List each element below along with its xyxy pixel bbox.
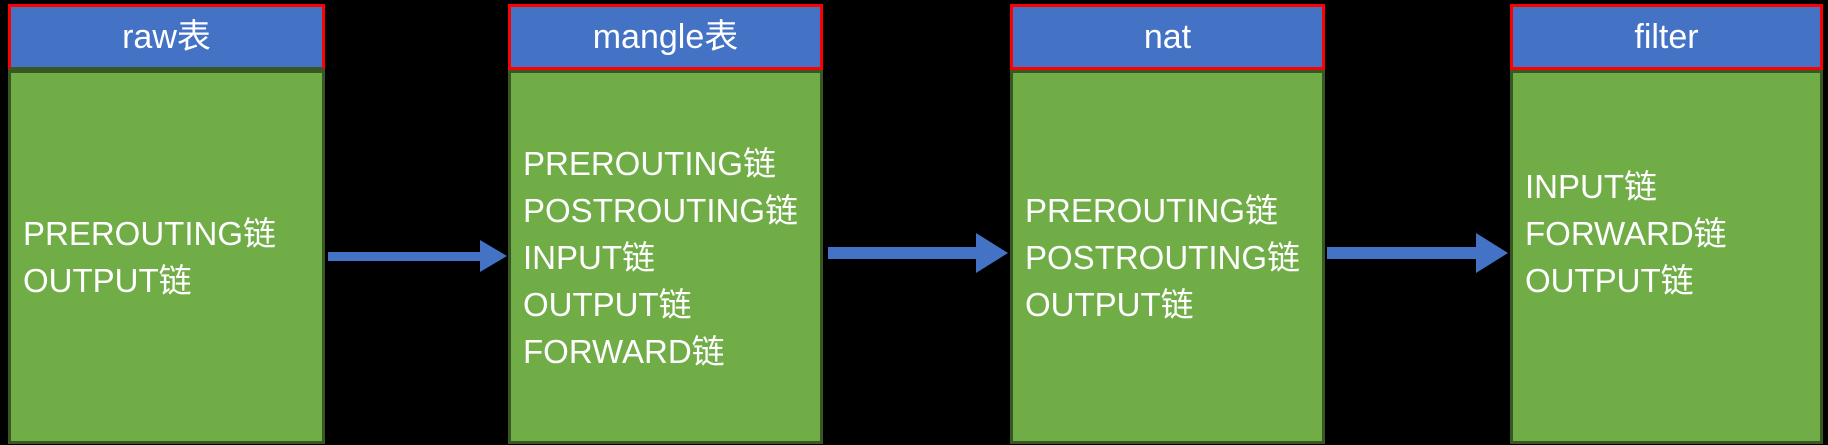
chain-label: FORWARD链 [523,332,725,370]
table-title-mangle: mangle表 [592,18,739,56]
flow-arrow-mangle-to-nat-icon [828,232,1008,274]
chain-label: INPUT链 [523,238,655,276]
chain-label: PREROUTING链 [23,215,277,252]
chain-label: OUTPUT链 [523,285,692,323]
table-box-nat: nat PREROUTING链 POSTROUTING链 OUTPUT链 [1010,0,1325,445]
chain-list-nat: PREROUTING链 POSTROUTING链 OUTPUT链 [1025,187,1322,328]
flow-arrow-raw-to-mangle-icon [328,240,507,272]
chain-label: OUTPUT链 [1025,285,1194,323]
chain-label: POSTROUTING链 [523,191,799,229]
chain-list-raw: PREROUTING链 OUTPUT链 [23,210,322,304]
table-header-mangle: mangle表 [508,4,823,70]
chain-label: FORWARD链 [1525,214,1727,252]
table-body-mangle: PREROUTING链 POSTROUTING链 INPUT链 OUTPUT链 … [508,70,823,444]
table-body-nat: PREROUTING链 POSTROUTING链 OUTPUT链 [1010,70,1325,444]
chain-list-mangle: PREROUTING链 POSTROUTING链 INPUT链 OUTPUT链 … [523,140,820,375]
table-box-mangle: mangle表 PREROUTING链 POSTROUTING链 INPUT链 … [508,0,823,445]
table-title-nat: nat [1143,18,1192,56]
table-header-nat: nat [1010,4,1325,70]
table-body-filter: INPUT链 FORWARD链 OUTPUT链 [1510,70,1823,444]
table-header-filter: filter [1510,4,1823,70]
chain-list-filter: INPUT链 FORWARD链 OUTPUT链 [1525,163,1820,304]
table-body-raw: PREROUTING链 OUTPUT链 [8,70,325,444]
table-header-raw: raw表 [8,4,325,70]
chain-label: OUTPUT链 [23,262,192,299]
chain-label: POSTROUTING链 [1025,238,1301,276]
chain-label: INPUT链 [1525,167,1657,205]
table-title-filter: filter [1634,18,1699,56]
chain-label: OUTPUT链 [1525,261,1694,299]
flow-arrow-nat-to-filter-icon [1327,232,1508,274]
table-box-filter: filter INPUT链 FORWARD链 OUTPUT链 [1510,0,1823,445]
table-title-raw: raw表 [122,18,211,56]
chain-label: PREROUTING链 [523,144,777,182]
table-box-raw: raw表 PREROUTING链 OUTPUT链 [8,0,325,445]
chain-label: PREROUTING链 [1025,191,1279,229]
